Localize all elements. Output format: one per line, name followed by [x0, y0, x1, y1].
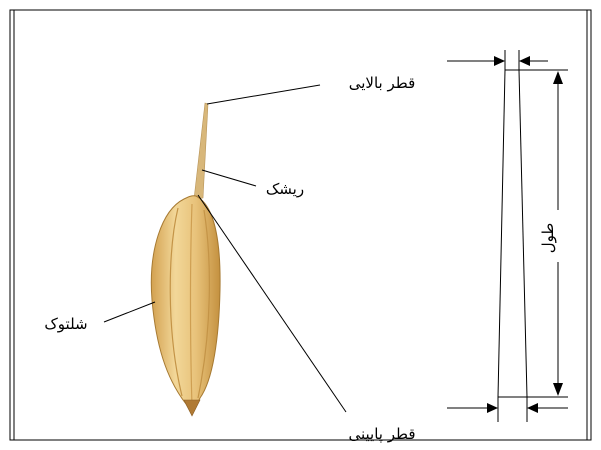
grain-body	[150, 195, 221, 417]
length-arrow-bottom-head	[553, 383, 563, 396]
grain-tip	[183, 399, 201, 417]
leader-top-diameter	[206, 84, 321, 105]
grain-ridge-1	[169, 207, 183, 397]
length-arrow-top-head	[553, 71, 563, 84]
label-paddy-grain: شلتوک	[44, 315, 87, 333]
leader-bottom-diameter	[197, 194, 347, 413]
grain-ridge-3	[197, 209, 211, 399]
top-diameter-arrow-right-head	[519, 56, 530, 66]
awn-shape	[193, 102, 209, 200]
top-diameter-arrow-left-head	[494, 56, 505, 66]
figure-frame	[9, 9, 592, 441]
bottom-diameter-arrow-right-head	[527, 403, 538, 413]
leader-awn	[201, 169, 257, 187]
label-awn: ریشک	[266, 180, 304, 198]
awn-schematic	[447, 50, 568, 422]
bottom-diameter-arrow-left-head	[487, 403, 498, 413]
label-length: طول	[539, 223, 557, 254]
grain-ridge-2	[189, 203, 193, 407]
leader-paddy-grain	[103, 301, 156, 323]
label-bottom-diameter: قطر پایینی	[349, 425, 416, 444]
schematic-left-edge	[497, 69, 506, 398]
schematic-right-edge	[518, 69, 528, 398]
paddy-grain-image	[150, 102, 221, 417]
label-top-diameter: قطر بالایی	[349, 74, 416, 92]
